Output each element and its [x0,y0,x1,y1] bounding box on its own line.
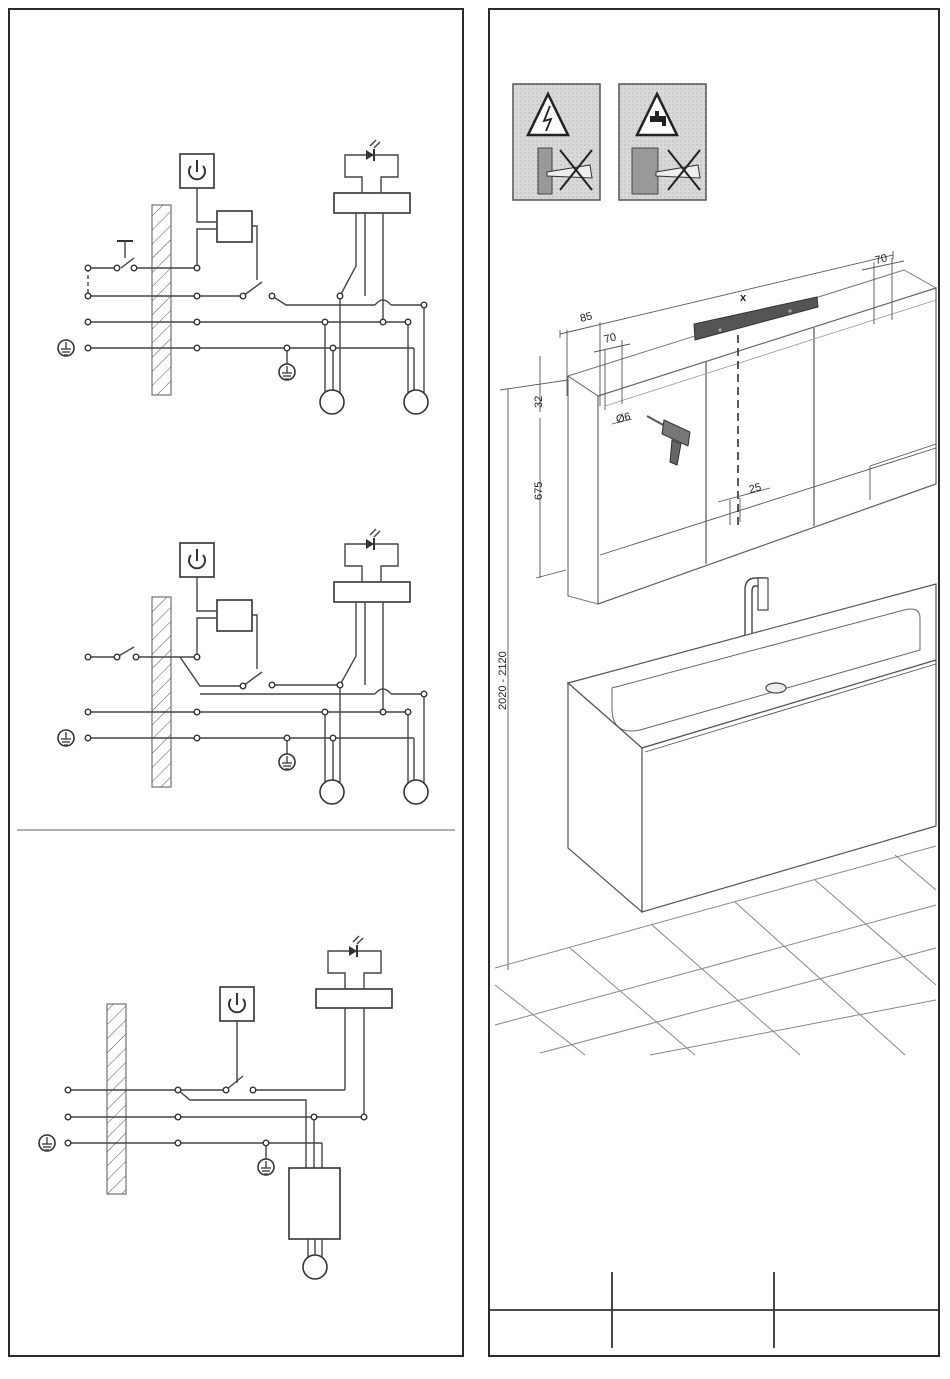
control-box [217,600,252,631]
mounting-height-label: 2020 - 2120 [497,651,509,710]
electric-hazard-warning-icon [513,84,600,200]
ground-symbol-icon [258,1143,274,1175]
dimension-70-left: 70 [603,331,618,346]
wall-section [107,1004,126,1194]
socket [404,390,428,414]
ground-symbol-icon [39,1135,55,1151]
wiring-diagram-2 [58,529,428,804]
led-driver-box [316,989,392,1008]
wall-section [152,597,171,787]
led-symbol-icon [366,140,380,161]
socket [303,1255,327,1279]
ground-symbol-icon [279,348,295,380]
wiring-diagram-1 [58,140,428,414]
transformer-box [289,1168,340,1239]
dimension-x: x [740,292,747,304]
push-button-switch [117,241,134,268]
power-symbol-icon [180,154,214,188]
dimension-85: 85 [579,310,594,325]
ground-symbol-icon [279,738,295,770]
ground-symbol-icon [58,340,74,356]
wiring-diagram-3 [39,936,392,1279]
water-pipe-warning-icon [619,84,706,200]
led-driver-box [334,582,410,602]
socket [404,780,428,804]
led-symbol-icon [366,529,380,550]
wall-section [152,205,171,395]
power-symbol-icon [180,543,214,577]
dimension-675: 675 [533,482,545,500]
led-symbol-icon [349,936,363,957]
led-driver-box [334,193,410,213]
socket [320,390,344,414]
control-box [217,211,252,242]
ground-symbol-icon [58,730,74,746]
washbasin-vanity [568,584,936,912]
socket [320,780,344,804]
dimension-32: 32 [533,396,545,408]
title-block [489,1272,939,1348]
power-symbol-icon [220,987,254,1021]
